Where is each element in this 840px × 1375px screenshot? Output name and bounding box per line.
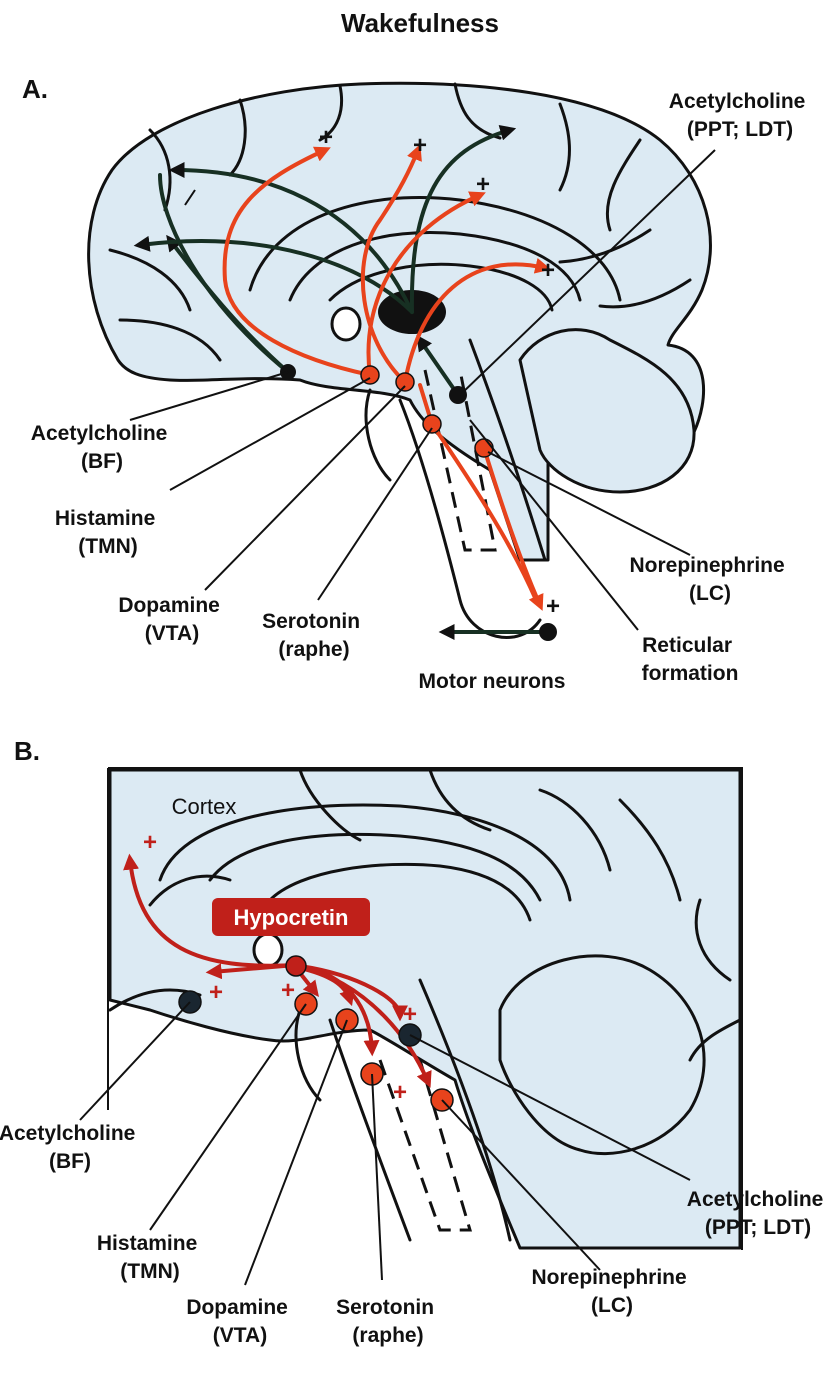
label-norepinephrine-a: Norepinephrine (LC) (629, 554, 790, 605)
plus-sign: + (546, 593, 560, 620)
pons-a (366, 390, 390, 480)
label-serotonin-a: Serotonin (raphe) (262, 610, 366, 661)
label-histamine-a: Histamine (TMN) (55, 507, 161, 558)
plus-sign: + (541, 257, 555, 284)
label-reticular-formation-a: Reticular formation (642, 634, 739, 685)
plus-sign: + (413, 132, 427, 159)
plus-sign: + (209, 979, 223, 1006)
label-acetylcholine-ppt-ldt-a: Acetylcholine (PPT; LDT) (669, 90, 811, 141)
plus-sign: + (403, 1001, 417, 1028)
plus-sign: + (281, 977, 295, 1004)
label-histamine-b: Histamine (TMN) (97, 1232, 203, 1283)
label-cortex: Cortex (172, 794, 237, 819)
raphe-nucleus-a (423, 415, 441, 433)
plus-sign: + (319, 124, 333, 151)
brainstem-front-b (330, 1020, 410, 1240)
motor-neuron-nucleus (539, 623, 557, 641)
hypothalamus-b (254, 934, 282, 966)
plus-sign: + (476, 171, 490, 198)
label-dopamine-a: Dopamine (VTA) (118, 594, 225, 645)
label-norepinephrine-b: Norepinephrine (LC) (531, 1266, 692, 1317)
hypocretin-label: Hypocretin (234, 905, 349, 930)
hypothalamus-a (332, 308, 360, 340)
hypocretin-badge: Hypocretin (212, 898, 370, 936)
plus-sign: + (393, 1079, 407, 1106)
panel-b-brain (108, 768, 742, 1250)
label-dopamine-b: Dopamine (VTA) (186, 1296, 293, 1347)
vta-nucleus-a (396, 373, 414, 391)
plus-sign: + (143, 829, 157, 856)
hypocretin-nucleus (286, 956, 306, 976)
label-acetylcholine-bf-b: Acetylcholine (BF) (0, 1122, 141, 1173)
label-serotonin-b: Serotonin (raphe) (336, 1296, 440, 1347)
label-acetylcholine-bf-a: Acetylcholine (BF) (31, 422, 173, 473)
lc-nucleus-a (475, 439, 493, 457)
panel-b-label: B. (14, 736, 40, 766)
ppt-ldt-nucleus-a (449, 386, 467, 404)
label-motor-neurons: Motor neurons (419, 670, 566, 693)
panel-a-label: A. (22, 74, 48, 104)
diagram-title: Wakefulness (341, 8, 499, 38)
panel-a-brain (89, 83, 711, 637)
